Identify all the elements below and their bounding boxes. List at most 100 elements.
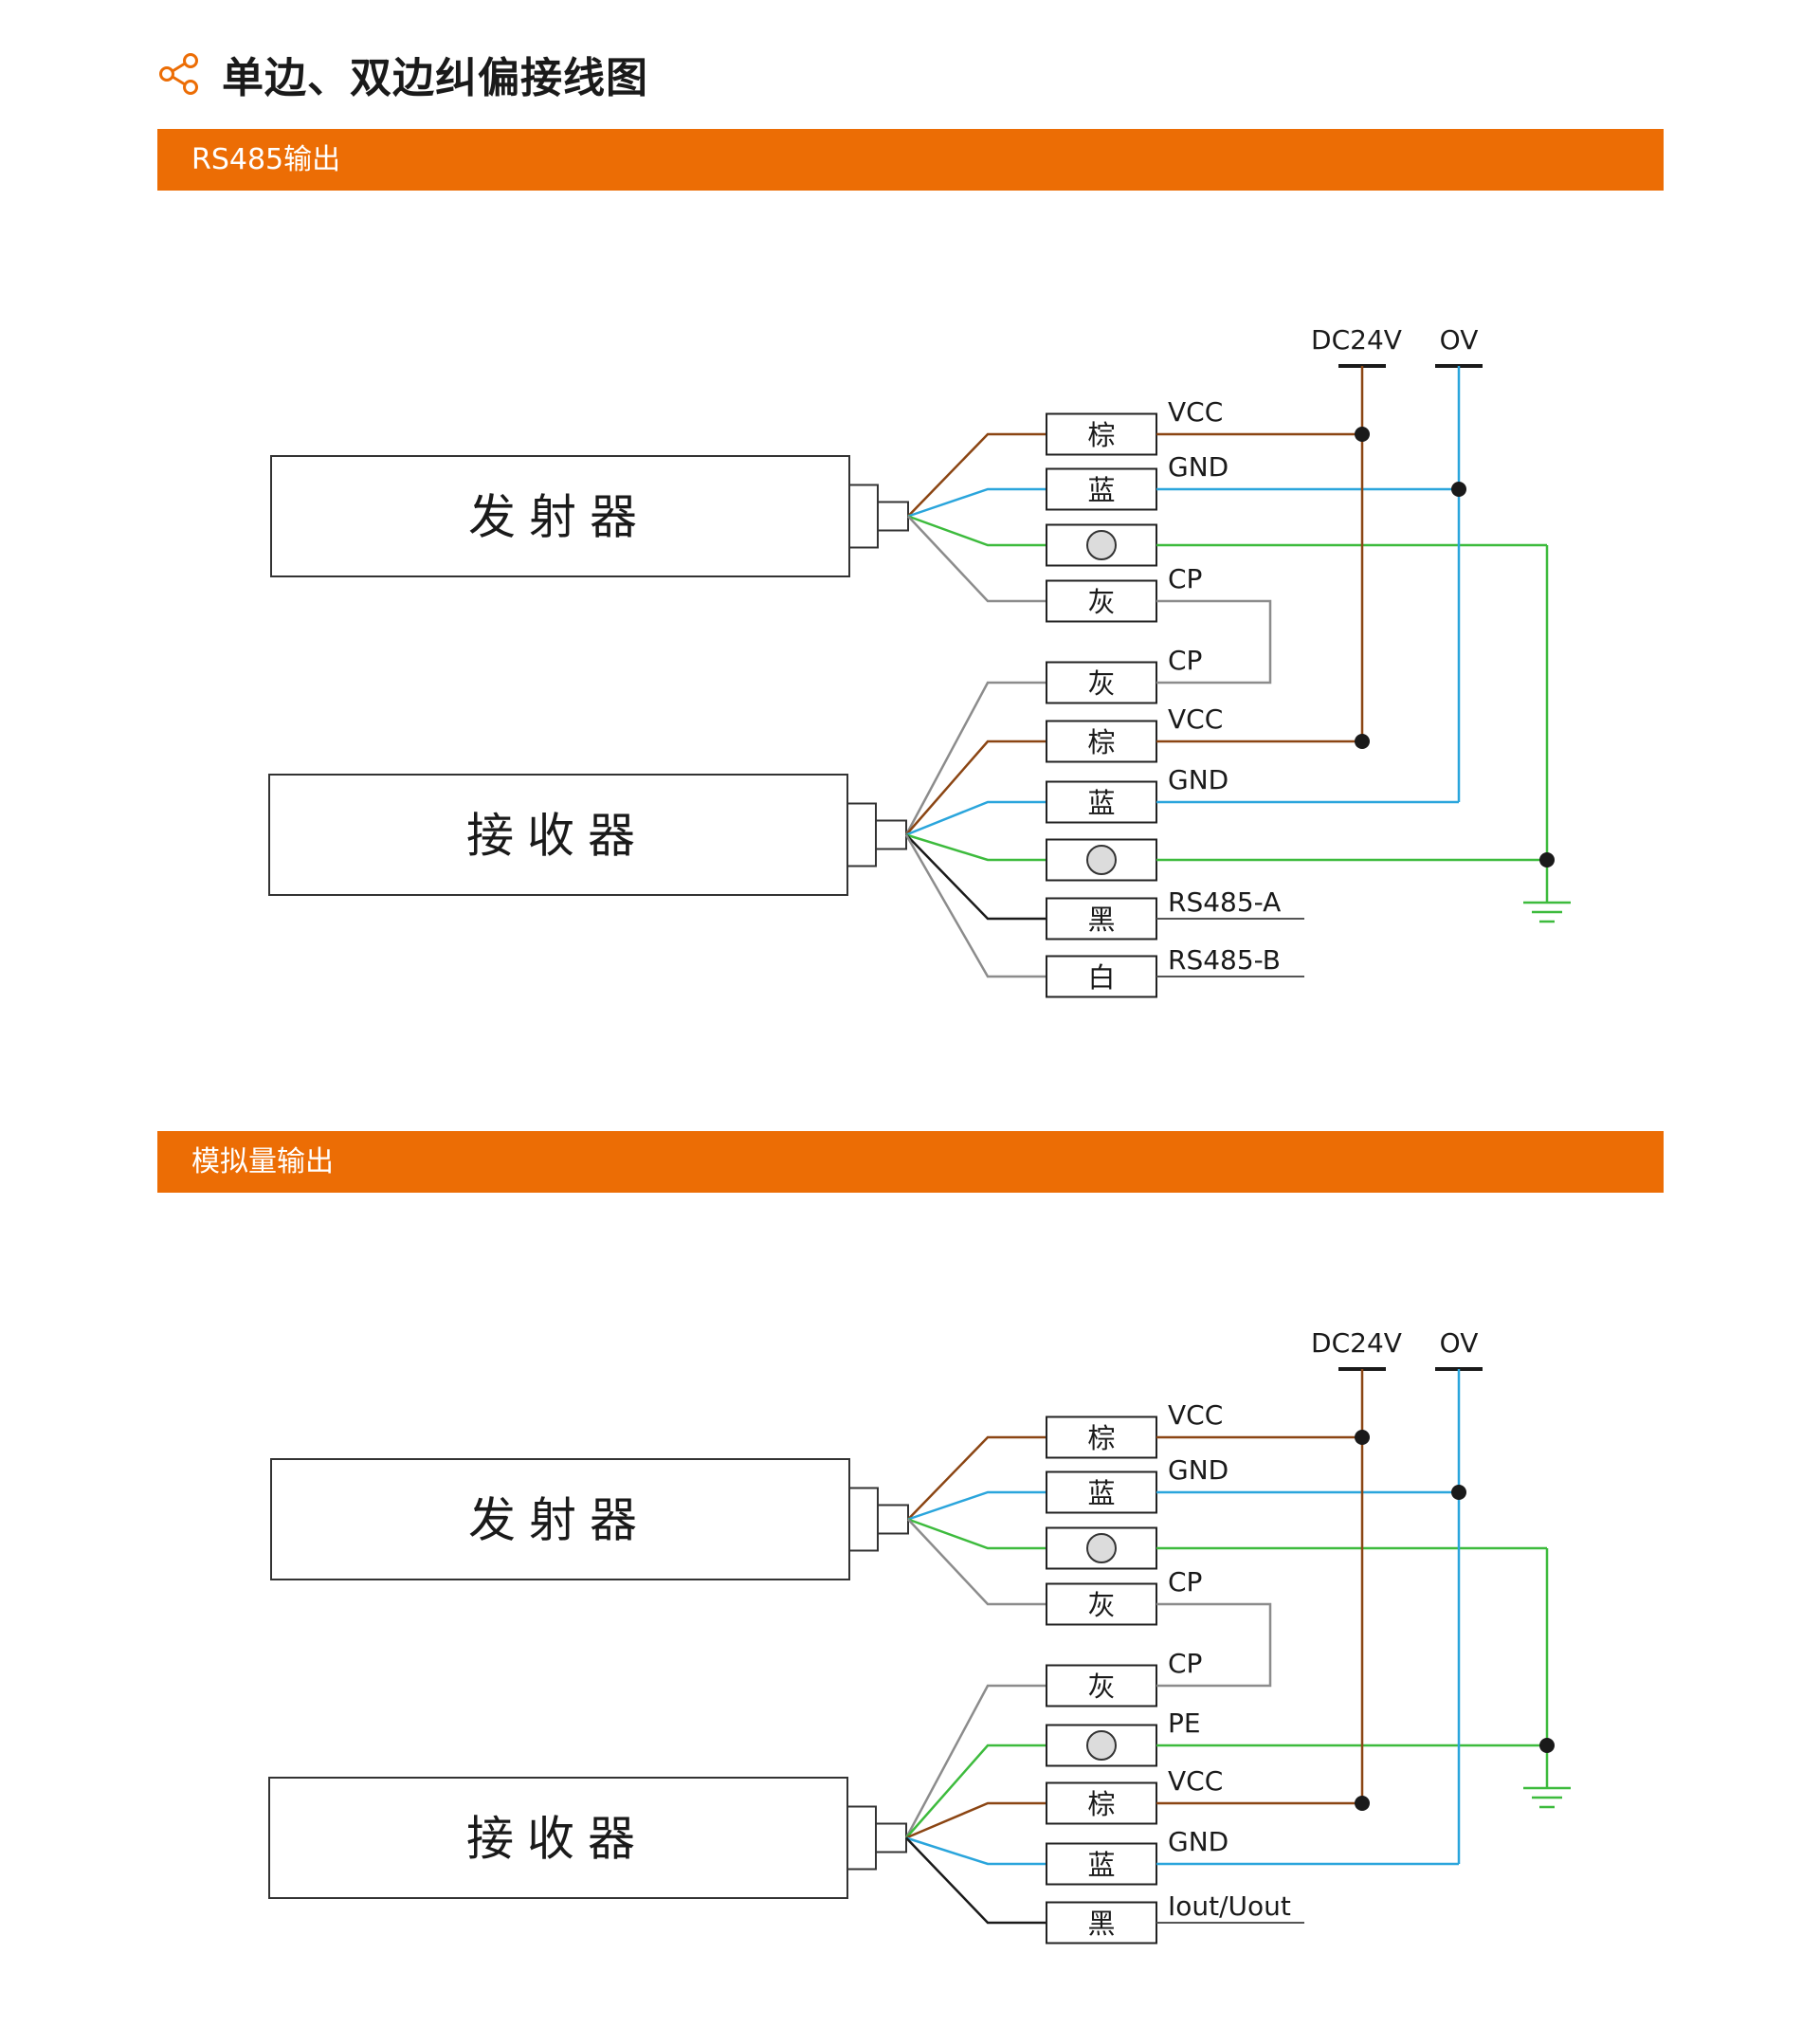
receiver-connector: [846, 802, 877, 867]
terminal-block: [1046, 780, 1157, 824]
receiver-box: [268, 774, 848, 896]
signal-label: GND: [1168, 1826, 1228, 1857]
receiver-plug: [875, 819, 907, 850]
receiver-wire-2: [905, 800, 1046, 836]
terminal-label: 蓝: [1087, 1477, 1115, 1509]
terminal-block: [1046, 579, 1157, 623]
signal-label: VCC: [1168, 1765, 1223, 1797]
signal-label: CP: [1168, 645, 1202, 676]
receiver-wire-2: [905, 1801, 1046, 1839]
terminal-label: 黑: [1087, 1908, 1115, 1940]
receiver-connector: [846, 1805, 877, 1871]
terminal-label: 棕: [1087, 1788, 1115, 1820]
ground-terminal-icon: [1086, 530, 1117, 560]
junction-dot: [1355, 1430, 1370, 1445]
signal-label: VCC: [1168, 396, 1223, 428]
emitter-wire-0: [907, 1435, 1046, 1521]
signal-label: CP: [1168, 1566, 1202, 1598]
receiver-wire-5: [904, 833, 1046, 978]
terminal-label: 蓝: [1087, 1849, 1115, 1881]
ground-terminal-icon: [1086, 1730, 1117, 1761]
junction-dot: [1451, 1485, 1466, 1500]
terminal-block: [1046, 412, 1157, 456]
ground-terminal-icon: [1086, 1533, 1117, 1563]
receiver-label: 接收器: [466, 1812, 648, 1867]
emitter-connector: [848, 484, 879, 549]
emitter-label: 发射器: [468, 1493, 650, 1548]
emitter-label: 发射器: [468, 490, 650, 545]
receiver-wire-1: [905, 740, 1046, 836]
junction-dot: [1539, 852, 1555, 867]
emitter-box: [270, 1458, 850, 1580]
terminal-label: 棕: [1087, 1422, 1115, 1454]
section-header-analog: 模拟量输出: [157, 1131, 1664, 1193]
signal-label: CP: [1168, 1648, 1202, 1679]
cp-loop-wire: [1156, 599, 1272, 685]
emitter-wire-3: [907, 1518, 1046, 1606]
signal-label: GND: [1168, 764, 1228, 795]
receiver-wire-3: [905, 833, 1046, 862]
terminal-label: 白: [1087, 961, 1115, 994]
emitter-connector: [848, 1487, 879, 1552]
terminal-label: 棕: [1087, 419, 1115, 451]
signal-label: GND: [1168, 1454, 1228, 1486]
rail-label-dc24v: DC24V: [1311, 324, 1402, 356]
cp-loop-wire: [1156, 1602, 1272, 1688]
signal-label: Iout/Uout: [1168, 1890, 1291, 1922]
receiver-wire-1: [905, 1744, 1046, 1839]
page-header: 单边、双边纠偏接线图: [157, 46, 648, 102]
emitter-plug: [877, 1504, 909, 1535]
signal-label: PE: [1168, 1707, 1201, 1739]
receiver-plug: [875, 1822, 907, 1854]
junction-dot: [1539, 1738, 1555, 1753]
junction-dot: [1355, 734, 1370, 749]
terminal-label: 蓝: [1087, 787, 1115, 819]
emitter-wire-1: [907, 1490, 1046, 1521]
terminal-label: 灰: [1087, 586, 1115, 618]
terminal-label: 蓝: [1087, 474, 1115, 506]
receiver-label: 接收器: [466, 809, 648, 864]
emitter-wire-1: [907, 487, 1046, 518]
emitter-wire-3: [907, 515, 1046, 603]
terminal-label: 灰: [1087, 1589, 1115, 1621]
emitter-wire-0: [907, 432, 1046, 518]
page-title: 单边、双边纠偏接线图: [222, 54, 648, 102]
signal-label: GND: [1168, 451, 1228, 483]
terminal-block: [1046, 1901, 1157, 1945]
emitter-box: [270, 455, 850, 577]
signal-label: RS485-B: [1168, 944, 1281, 976]
terminal-label: 灰: [1087, 1671, 1115, 1703]
emitter-wire-2: [907, 515, 1046, 547]
receiver-wire-0: [904, 681, 1046, 836]
receiver-wire-0: [904, 1684, 1046, 1839]
signal-label: VCC: [1168, 703, 1223, 735]
terminal-block: [1046, 1582, 1157, 1626]
receiver-wire-4: [905, 833, 1046, 921]
receiver-box: [268, 1777, 848, 1899]
terminal-block: [1046, 1415, 1157, 1459]
section-header-rs485: RS485输出: [157, 129, 1664, 191]
terminal-block: [1046, 1842, 1157, 1886]
rail-label-0v: OV: [1440, 324, 1479, 356]
junction-dot: [1355, 1796, 1370, 1811]
terminal-label: 棕: [1087, 726, 1115, 758]
receiver-wire-4: [905, 1836, 1046, 1925]
signal-label: CP: [1168, 563, 1202, 594]
emitter-plug: [877, 501, 909, 532]
rail-label-dc24v: DC24V: [1311, 1327, 1402, 1359]
terminal-label: 灰: [1087, 667, 1115, 700]
signal-label: VCC: [1168, 1399, 1223, 1431]
terminal-block: [1046, 897, 1157, 940]
emitter-wire-2: [907, 1518, 1046, 1550]
junction-dot: [1451, 482, 1466, 497]
share-icon: [159, 53, 198, 95]
terminal-block: [1046, 467, 1157, 511]
rail-label-0v: OV: [1440, 1327, 1479, 1359]
ground-terminal-icon: [1086, 845, 1117, 875]
receiver-wire-3: [905, 1836, 1046, 1866]
signal-label: RS485-A: [1168, 886, 1281, 918]
junction-dot: [1355, 427, 1370, 442]
